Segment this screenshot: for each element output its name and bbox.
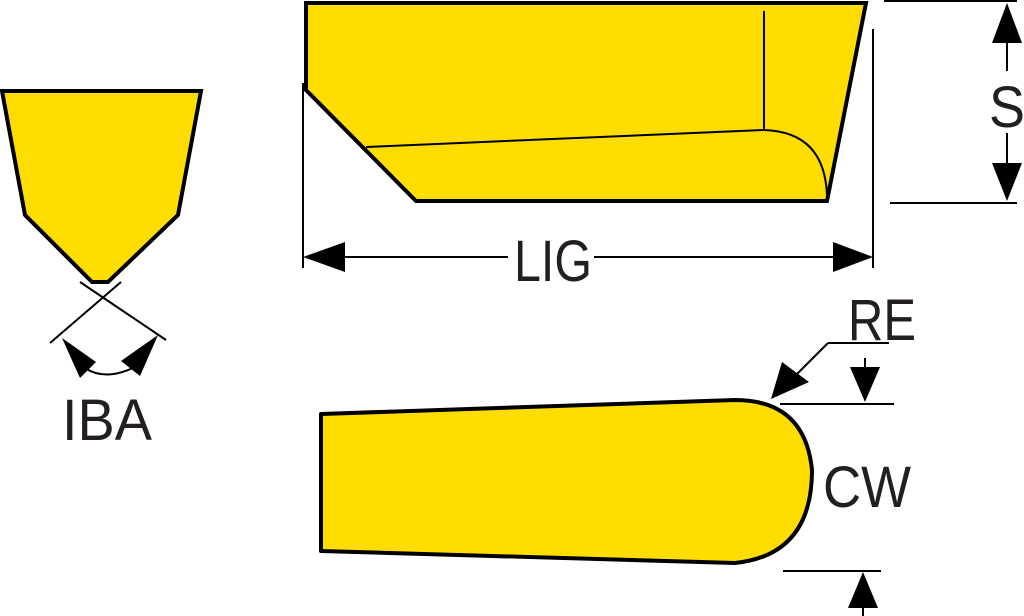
top-view: RE CW [319, 288, 916, 616]
lig-arrow-right-icon [833, 242, 873, 272]
top-view-insert-shape [319, 398, 814, 565]
lig-label: LIG [514, 229, 592, 294]
side-view-corner-curve [763, 129, 828, 197]
s-arrow-up-icon [992, 3, 1022, 43]
s-label: S [989, 75, 1024, 140]
iba-extension-line-right [79, 281, 167, 341]
cw-arrow-down-icon [850, 367, 880, 402]
lig-arrow-left-icon [303, 242, 345, 272]
cw-label: CW [823, 455, 911, 520]
cw-arrow-up-icon [848, 572, 878, 608]
iba-arrow-left-icon [62, 338, 96, 378]
iba-extension-line-left [49, 281, 122, 344]
side-view-rake-edge [365, 129, 765, 148]
iba-arrow-right-icon [121, 335, 158, 376]
end-view: IBA [0, 89, 204, 453]
re-arrow-icon [771, 362, 809, 399]
side-view-insert-shape [304, 1, 869, 203]
s-arrow-down-icon [992, 163, 1022, 201]
iba-label: IBA [62, 388, 152, 453]
side-view: LIG S [302, 0, 1024, 294]
re-leader-diagonal [794, 342, 829, 377]
end-view-insert-shape [0, 89, 204, 284]
